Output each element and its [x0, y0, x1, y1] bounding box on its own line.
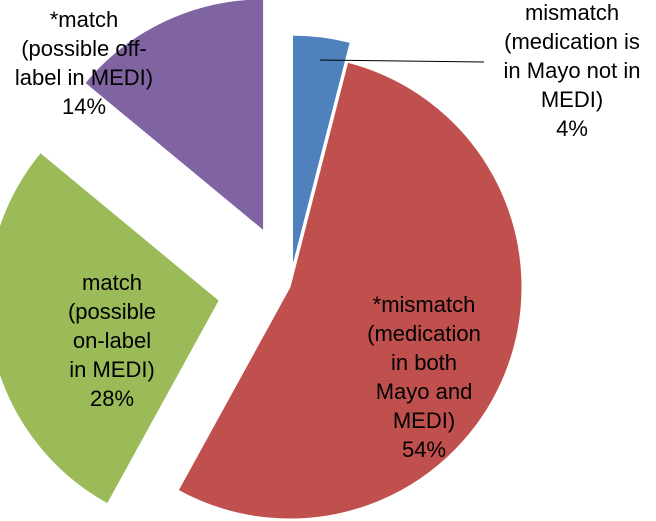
- pie-slice-1: [292, 34, 351, 268]
- slice-label-line: 28%: [90, 386, 134, 411]
- slice-label-line: mismatch: [525, 0, 619, 25]
- slice-label-line: (medication is: [504, 29, 640, 54]
- slice-label-line: (possible off-: [21, 36, 147, 61]
- slice-label-1: mismatch (medication is in Mayo not in MEDI…: [504, 0, 641, 141]
- pie-slices: [0, 0, 523, 520]
- slice-label-line: 4%: [556, 116, 588, 141]
- slice-label-line: label in MEDI): [15, 65, 153, 90]
- slice-label-line: Mayo and: [376, 379, 473, 404]
- pie-slice-4: [84, 0, 265, 232]
- slice-label-3: match (possible on-label in MEDI) 28%: [68, 270, 156, 411]
- slice-label-line: (medication: [367, 321, 481, 346]
- slice-label-4: *match (possible off-label in MEDI) 14%: [15, 7, 153, 119]
- slice-label-line: MEDI): [393, 408, 455, 433]
- label-leader-line: [319, 59, 485, 63]
- slice-label-line: (possible: [68, 299, 156, 324]
- pie-slice-2: [177, 61, 523, 520]
- slice-labels: mismatch (medication is in Mayo not in MEDI…: [15, 0, 641, 462]
- slice-label-line: in MEDI): [69, 357, 155, 382]
- slice-label-line: MEDI): [541, 87, 603, 112]
- slice-label-line: in both: [391, 350, 457, 375]
- slice-label-line: on-label: [73, 328, 151, 353]
- slice-label-line: *match: [50, 7, 118, 32]
- slice-label-line: *mismatch: [373, 292, 476, 317]
- slice-label-line: 14%: [62, 94, 106, 119]
- slice-label-line: match: [82, 270, 142, 295]
- slice-label-line: 54%: [402, 437, 446, 462]
- slice-label-line: in Mayo not in: [504, 58, 641, 83]
- pie-slice-3: [0, 151, 220, 505]
